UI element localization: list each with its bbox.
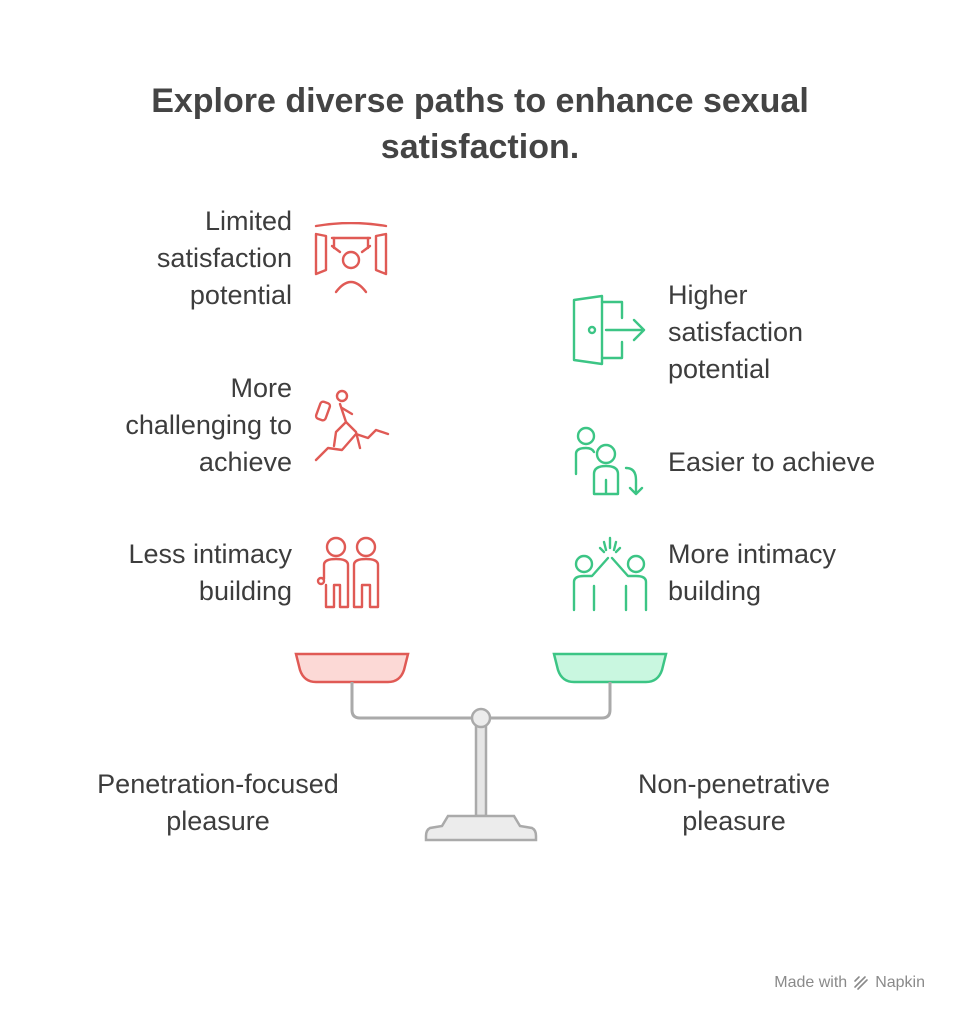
balance-base	[424, 814, 538, 842]
left-item-1-label: Limited satisfaction potential	[156, 206, 292, 310]
page-title: Explore diverse paths to enhance sexual …	[151, 82, 809, 166]
left-item-3-label: Less intimacy building	[128, 539, 292, 606]
napkin-logo-icon	[854, 976, 868, 990]
balance-scale	[294, 652, 668, 842]
exit-door-icon	[572, 294, 646, 366]
right-item-2-label: Easier to achieve	[668, 447, 876, 477]
left-item-2-label: More challenging to achieve	[125, 373, 292, 477]
right-item-1-label: Higher satisfaction potential	[668, 280, 804, 384]
high-five-icon	[572, 536, 648, 612]
footer-credit: Made with Napkin	[774, 974, 925, 992]
right-base-label: Non-penetrative pleasure	[637, 769, 831, 836]
pivot	[470, 707, 492, 729]
people-down-arrow-icon	[574, 426, 644, 496]
right-pan	[552, 652, 668, 684]
napkin-brand-text: Napkin	[875, 974, 925, 991]
left-base-label: Penetration-focused pleasure	[97, 769, 339, 836]
right-item-3-label: More intimacy building	[668, 539, 837, 606]
made-with-text: Made with	[774, 974, 848, 991]
left-pan	[294, 652, 410, 684]
two-people-icon	[316, 536, 380, 609]
balance-post	[474, 724, 488, 818]
stage-spotlight-icon	[314, 222, 388, 294]
climber-icon	[314, 389, 390, 462]
